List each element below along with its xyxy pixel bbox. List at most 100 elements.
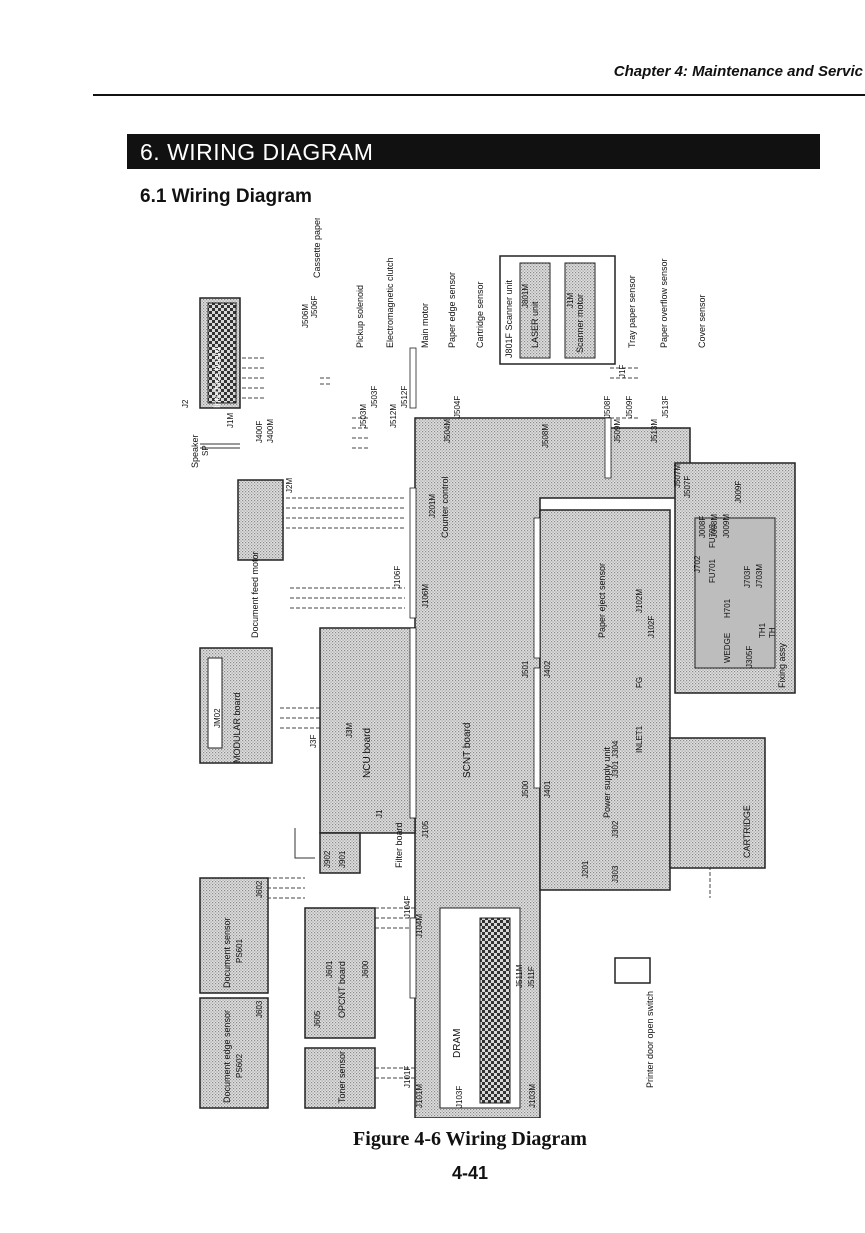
conn-J400F: J400F [255, 421, 264, 443]
conn-J304: J304 [611, 740, 620, 758]
conn-J305F: J305F [745, 646, 754, 668]
page-number: 4-41 [451, 1163, 489, 1183]
conn-J1F: J1F [618, 365, 627, 378]
label-fixing-assy: Fixing assy [777, 642, 787, 688]
conn-J106M: J106M [421, 584, 430, 608]
conn-J104M: J104M [415, 914, 424, 938]
conn-J509M: J509M [613, 419, 622, 443]
conn-J302: J302 [611, 820, 620, 838]
label-interface-board: Interface board [212, 347, 222, 408]
conn-WEDGE: WEDGE [723, 633, 732, 663]
label-paper-overflow-sensor: Paper overflow sensor [659, 258, 669, 348]
conn-J504F: J504F [453, 396, 462, 418]
conn-J603: J603 [255, 1000, 264, 1018]
conn-J600: J600 [361, 960, 370, 978]
label-em-clutch: Electromagnetic clutch [385, 257, 395, 348]
figure-caption: Figure 4-6 Wiring Diagram [353, 1128, 587, 1150]
label-speaker: Speaker [190, 434, 200, 468]
conn-FG: FG [635, 677, 644, 688]
conn-J401: J401 [543, 780, 552, 798]
wiring-diagram: Speaker Cassette paper sensor Pickup sol… [170, 218, 805, 1118]
conn-J102F: J102F [647, 616, 656, 638]
conn-J503F: J503F [370, 386, 379, 408]
label-toner-sensor: Toner sensor [337, 1051, 347, 1103]
conn-J3M: J3M [345, 723, 354, 738]
conn-J507F: J507F [683, 476, 692, 498]
conn-J2M: J2M [285, 478, 294, 493]
conn-J103M: J103M [528, 1084, 537, 1108]
conn-J506F: J506F [310, 296, 319, 318]
conn-J801M: J801M [521, 284, 530, 308]
label-counter-control: Counter control [440, 476, 450, 538]
conn-J301: J301 [611, 760, 620, 778]
label-paper-eject-sensor: Paper eject sensor [597, 563, 607, 638]
conn-J902: J902 [323, 850, 332, 868]
conn-PS601: PS601 [235, 938, 244, 963]
conn-J702: J702 [693, 555, 702, 573]
conn-J008F: J008F [698, 516, 707, 538]
conn-J511M: J511M [515, 964, 524, 988]
label-scanner-motor: Scanner motor [575, 294, 585, 353]
conn-JM02: JM02 [213, 708, 222, 728]
conn-J703M: J703M [755, 564, 764, 588]
label-cartridge: CARTRIDGE [742, 805, 752, 858]
conn-J513F: J513F [661, 396, 670, 418]
conn-J506M: J506M [301, 304, 310, 328]
conn-J402: J402 [543, 660, 552, 678]
conn-J106F: J106F [393, 566, 402, 588]
label-dram: DRAM [452, 1029, 463, 1058]
conn-J512M: J512M [389, 404, 398, 428]
conn-J1M-scanner: J1M [566, 293, 575, 308]
label-tray-paper-sensor: Tray paper sensor [627, 275, 637, 348]
conn-J703F: J703F [743, 566, 752, 588]
label-cartridge-sensor: Cartridge sensor [475, 281, 485, 348]
conn-J504M: J504M [443, 419, 452, 443]
conn-J1: J1 [375, 809, 384, 818]
conn-J104F: J104F [403, 896, 412, 918]
conn-J501: J501 [521, 660, 530, 678]
conn-J602: J602 [255, 880, 264, 898]
label-scanner-unit: J801F Scanner unit [504, 279, 514, 358]
conn-J105: J105 [421, 820, 430, 838]
conn-J400M: J400M [266, 419, 275, 443]
header-rule [93, 94, 865, 96]
conn-J101M: J101M [415, 1084, 424, 1108]
conn-J601: J601 [325, 960, 334, 978]
conn-J605: J605 [313, 1010, 322, 1028]
conn-J2: J2 [181, 399, 190, 408]
conn-J508F: J508F [603, 396, 612, 418]
label-modular-board: MODULAR board [232, 692, 242, 763]
label-power-supply: Power supply unit [602, 746, 612, 818]
label-printer-door-switch: Printer door open switch [645, 991, 655, 1088]
conn-J512F: J512F [400, 386, 409, 408]
conn-TH1: TH1 [758, 622, 767, 638]
label-laser-unit: LASER unit [530, 301, 540, 348]
conn-J008M: J008M [710, 514, 719, 538]
label-paper-edge-sensor: Paper edge sensor [447, 272, 457, 348]
subsection-title: 6.1 Wiring Diagram [140, 186, 312, 207]
conn-J511F: J511F [527, 966, 536, 988]
conn-J101F: J101F [403, 1066, 412, 1088]
label-document-sensor: Document sensor [222, 917, 232, 988]
label-doc-feed-motor: Document feed motor [250, 551, 260, 638]
label-filter-board: Filter board [394, 822, 404, 868]
label-ncu-board: NCU board [362, 728, 373, 778]
label-cassette-sensor: Cassette paper sensor [312, 218, 322, 278]
conn-FU701: FU701 [708, 558, 717, 583]
conn-J303: J303 [611, 865, 620, 883]
conn-J201M: J201M [428, 494, 437, 518]
label-opcnt-board: OPCNT board [337, 961, 347, 1018]
conn-J509F: J509F [625, 396, 634, 418]
section-banner: 6. WIRING DIAGRAM [127, 134, 820, 169]
conn-J102M: J102M [635, 589, 644, 613]
conn-J103F: J103F [455, 1086, 464, 1108]
conn-H701: H701 [723, 598, 732, 618]
conn-J1M: J1M [226, 413, 235, 428]
conn-SP: SP [201, 445, 210, 456]
label-pickup-solenoid: Pickup solenoid [355, 285, 365, 348]
conn-J201: J201 [581, 860, 590, 878]
chapter-header: Chapter 4: Maintenance and Servic [613, 63, 863, 80]
conn-J507M: J507M [673, 464, 682, 488]
conn-J901: J901 [338, 850, 347, 868]
conn-J009M: J009M [722, 514, 731, 538]
